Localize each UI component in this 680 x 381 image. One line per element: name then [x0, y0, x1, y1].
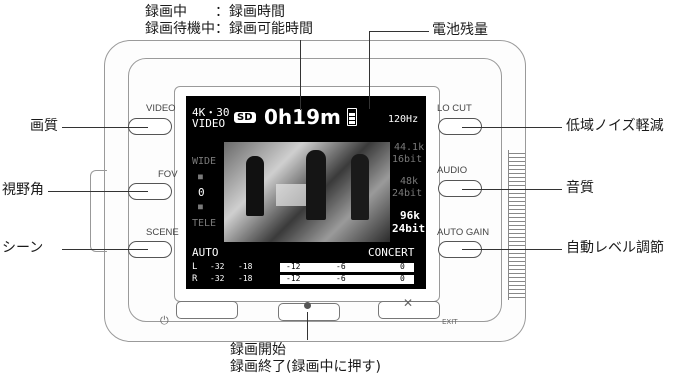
audio-callout: 音質 [566, 180, 594, 196]
power-button[interactable] [176, 301, 238, 319]
power-icon: ⏻ [160, 314, 169, 327]
meter-l-6: -6 [336, 262, 346, 271]
record-line1: 録画開始 [230, 342, 286, 358]
meter-r-fill [204, 275, 280, 284]
meter-r-12: -12 [286, 274, 301, 283]
scene-callout: シーン [2, 240, 44, 256]
meter-channel-l: L [192, 262, 198, 272]
audio-rate-96: 96k [400, 209, 420, 222]
lowcut-freq: 120Hz [388, 114, 419, 125]
battery-icon [347, 108, 357, 126]
fov-wide: WIDE [192, 156, 217, 167]
recording-status-callout: 録画中 ：録画時間 録画待機中：録画可能時間 [145, 4, 313, 38]
record-dot-icon [304, 302, 311, 309]
fov-current: 0 [198, 186, 205, 199]
meter-r-18: -18 [238, 274, 253, 283]
sd-card-icon: SD [234, 112, 256, 123]
video-button[interactable] [128, 118, 172, 135]
quality-callout: 画質 [30, 118, 58, 134]
audio-rate-48: 48k [400, 176, 419, 187]
resolution-label: 4K・30 [192, 106, 230, 119]
time-display: 0h19m [264, 105, 341, 129]
lowcut-button[interactable] [438, 118, 482, 135]
meter-l-32: -32 [210, 262, 225, 271]
autogain-callout: 自動レベル調節 [566, 240, 664, 256]
audio-bits-24a: 24bit [392, 188, 423, 199]
meter-r-0: 0 [400, 274, 405, 283]
audio-bits-16: 16bit [392, 154, 423, 165]
audio-bits-24b: 24bit [392, 222, 426, 235]
autogain-status: AUTO [192, 246, 219, 259]
lcd-screen: 4K・30 VIDEO SD 0h19m 120Hz WIDE ■ 0 ■ TE… [186, 96, 426, 289]
meter-channel-r: R [192, 274, 198, 284]
meter-r-bar [204, 275, 414, 284]
audio-button[interactable] [438, 180, 482, 197]
scene-status: CONCERT [368, 246, 415, 259]
mode-label: VIDEO [192, 117, 226, 130]
scene-button-label: SCENE [146, 227, 179, 238]
meter-l-12: -12 [286, 262, 301, 271]
dial[interactable] [508, 150, 525, 300]
meter-l-18: -18 [238, 262, 253, 271]
audio-button-label: AUDIO [437, 165, 468, 176]
exit-x-icon: ✕ [403, 296, 414, 310]
record-line2: 録画終了(録画中に押す) [230, 359, 381, 375]
meter-r-32: -32 [210, 274, 225, 283]
fov-tele: TELE [192, 218, 217, 229]
fov-button-label: FOV [158, 169, 178, 180]
meter-l-fill [204, 263, 280, 272]
record-callout: 録画開始 録画終了(録画中に押す) [230, 342, 381, 376]
meter-l-0: 0 [400, 262, 405, 271]
recording-status-line1: 録画中 ：録画時間 [145, 4, 285, 20]
autogain-button-label: AUTO GAIN [437, 227, 490, 238]
recording-status-line2: 録画待機中：録画可能時間 [145, 21, 313, 37]
lowcut-callout: 低域ノイズ軽減 [566, 118, 664, 134]
lowcut-button-label: LO CUT [437, 103, 472, 114]
battery-callout: 電池残量 [432, 22, 488, 38]
exit-button[interactable] [378, 301, 440, 319]
exit-label: EXIT [442, 318, 458, 326]
meter-l-bar [204, 263, 414, 272]
video-button-label: VIDEO [146, 103, 176, 114]
fov-callout: 視野角 [2, 182, 44, 198]
meter-r-6: -6 [336, 274, 346, 283]
audio-rate-441: 44.1k [394, 142, 425, 153]
